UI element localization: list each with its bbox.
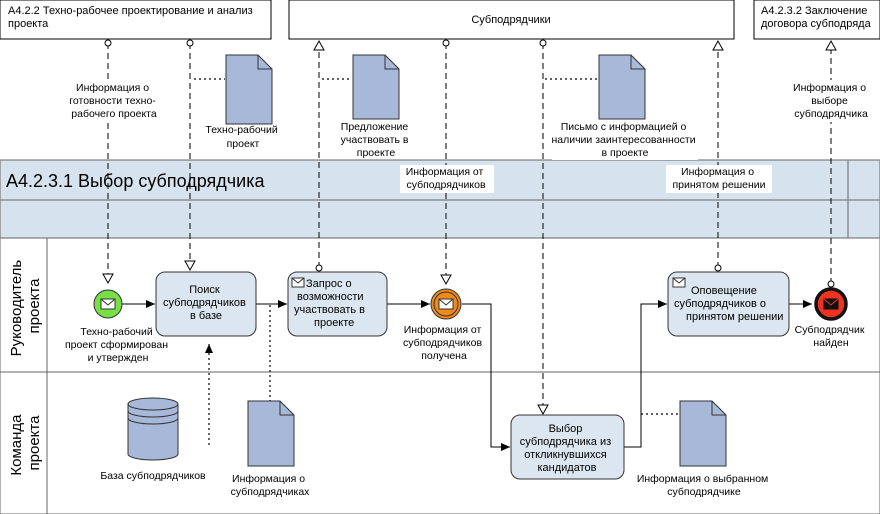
task-notify-label: Оповещение субподрядчиков о принятом реш… bbox=[674, 285, 783, 323]
svg-text:Информация о выборе: Информация о выборе субподрядчика bbox=[793, 82, 869, 120]
svg-text:Информация о субподрядчи: Информация о субподрядчиках bbox=[231, 473, 311, 498]
message-label-responses: Информация от субподрядчиков bbox=[400, 165, 494, 193]
document-project-icon bbox=[225, 54, 273, 125]
svg-text:Информация от субподрядч: Информация от субподрядчиков получена bbox=[403, 324, 485, 362]
message-label-ready: Информация о готовности техно- рабочего … bbox=[59, 80, 169, 122]
end-event bbox=[814, 287, 848, 321]
svg-text:Письмо с информацией о н: Письмо с информацией о наличии заинтерес… bbox=[551, 121, 698, 159]
message-label-decision: Информация о принятом решении bbox=[666, 165, 772, 193]
external-pool-design-label: А4.2.2 Техно-рабочее проектирование и ан… bbox=[8, 5, 256, 30]
lane-team-label: Команда проекта bbox=[8, 410, 43, 475]
event-label-end: Субподрядчик найден bbox=[795, 324, 868, 349]
artifact-label-subcontractors-info: Информация о субподрядчиках bbox=[231, 473, 311, 498]
send-envelope-icon bbox=[672, 277, 686, 288]
task-select-label: Выбор субподрядчика из откликнувшихся ка… bbox=[520, 423, 614, 474]
task-select: Выбор субподрядчика из откликнувшихся ка… bbox=[510, 414, 625, 480]
artifact-label-db: База субподрядчиков bbox=[100, 470, 206, 482]
svg-text:База субподрядчиков: База субподрядчиков bbox=[100, 470, 206, 482]
envelope-icon bbox=[100, 298, 116, 310]
sequence-flows bbox=[122, 300, 812, 451]
svg-text:Техно-рабочий проект сфо: Техно-рабочий проект сформирован и утвер… bbox=[65, 326, 171, 364]
envelope-icon bbox=[438, 298, 454, 310]
task-search: Поиск субподрядчиков в базе bbox=[155, 271, 257, 337]
svg-text:Информация о принятом ре: Информация о принятом решении bbox=[672, 166, 765, 191]
svg-text:Информация о выбранном с: Информация о выбранном субподрядчике bbox=[637, 473, 771, 498]
document-selected-info-icon bbox=[679, 400, 727, 467]
svg-text:Субподрядчик найден: Субподрядчик найден bbox=[795, 324, 868, 349]
pool-title: А4.2.3.1 Выбор субподрядчика bbox=[6, 171, 265, 191]
external-pool-design: А4.2.2 Техно-рабочее проектирование и ан… bbox=[0, 0, 272, 40]
artifact-label-offer: Предложение участвовать в проекте bbox=[341, 121, 412, 159]
send-envelope-icon bbox=[291, 277, 305, 288]
envelope-filled-icon bbox=[823, 298, 839, 310]
svg-text:Информация о готовности: Информация о готовности техно- рабочего … bbox=[69, 82, 158, 120]
associations bbox=[194, 78, 679, 445]
database-icon bbox=[127, 397, 179, 461]
artifact-label-selected-info: Информация о выбранном субподрядчике bbox=[637, 473, 771, 498]
svg-text:Предложение участвовать: Предложение участвовать в проекте bbox=[341, 121, 412, 159]
task-request: Запрос о возможности участвовать в проек… bbox=[287, 271, 388, 337]
external-pool-subcontractors-label: Субподрядчики bbox=[471, 14, 550, 26]
intermediate-event bbox=[430, 288, 462, 320]
task-notify: Оповещение субподрядчиков о принятом реш… bbox=[667, 271, 790, 337]
svg-text:Техно-рабочий проект: Техно-рабочий проект bbox=[205, 124, 280, 150]
document-offer-icon bbox=[352, 54, 400, 120]
artifact-label-letter: Письмо с информацией о наличии заинтерес… bbox=[551, 120, 698, 160]
artifact-label-project: Техно-рабочий проект bbox=[205, 124, 280, 150]
document-subcontractors-info-icon bbox=[247, 400, 295, 467]
external-pool-contract: А4.2.3.2 Заключение договора субподряда bbox=[753, 0, 880, 40]
task-request-label: Запрос о возможности участвовать в проек… bbox=[294, 278, 368, 329]
event-label-intermediate: Информация от субподрядчиков получена bbox=[403, 324, 485, 362]
task-search-label: Поиск субподрядчиков в базе bbox=[163, 284, 249, 322]
event-label-start: Техно-рабочий проект сформирован и утвер… bbox=[65, 326, 171, 364]
external-pool-subcontractors: Субподрядчики bbox=[288, 0, 735, 40]
svg-text:Информация от субподрядч: Информация от субподрядчиков bbox=[406, 166, 487, 191]
message-label-choice: Информация о выборе субподрядчика bbox=[786, 80, 876, 122]
lane-manager-label: Руководитель проекта bbox=[8, 256, 43, 357]
start-event bbox=[93, 289, 123, 319]
external-pool-contract-label: А4.2.3.2 Заключение договора субподряда bbox=[761, 5, 872, 30]
document-letter-icon bbox=[598, 54, 646, 120]
